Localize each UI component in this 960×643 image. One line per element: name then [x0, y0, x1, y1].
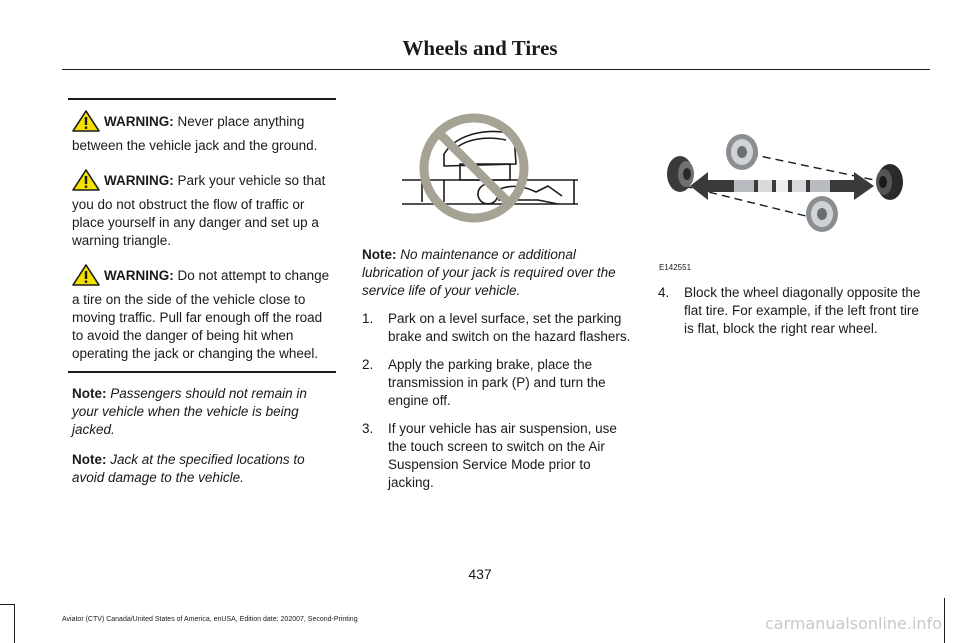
warning-text: Do not attempt to change a tire on the s… — [72, 268, 330, 361]
step-number: 2. — [362, 357, 374, 372]
edition-footer: Aviator (CTV) Canada/United States of Am… — [62, 616, 358, 623]
step-text: Park on a level surface, set the parking… — [388, 311, 631, 344]
note-label: Note: — [72, 386, 107, 401]
wheel-icon — [726, 134, 758, 170]
wheel-icon — [806, 196, 838, 232]
note-text: Jack at the specified locations to avoid… — [72, 452, 305, 485]
list-item: 1. Park on a level surface, set the parki… — [362, 310, 632, 346]
warning-3: WARNING: Do not attempt to change a tire… — [72, 264, 336, 363]
note-text: No maintenance or additional lubrication… — [362, 247, 616, 298]
note-text: Passengers should not remain in your veh… — [72, 386, 307, 437]
step-text: If your vehicle has air suspension, use … — [388, 421, 617, 490]
warning-label: WARNING: — [104, 173, 174, 188]
wheel-diagram-illustration — [667, 134, 903, 232]
prohibition-illustration — [402, 113, 578, 223]
crop-mark — [0, 604, 14, 605]
warning-triangle-icon — [72, 169, 100, 196]
list-item: 3. If your vehicle has air suspension, us… — [362, 420, 632, 492]
column-right: 4. Block the wheel diagonally opposite th… — [658, 284, 930, 348]
steps-list: 4. Block the wheel diagonally opposite th… — [658, 284, 930, 338]
figure-diagonal-wheel-block — [664, 124, 920, 244]
note-label: Note: — [362, 247, 397, 262]
wheel-icon — [667, 156, 694, 192]
warning-triangle-icon — [72, 264, 100, 291]
steps-list: 1. Park on a level surface, set the parki… — [362, 310, 632, 492]
note-2: Note: Jack at the specified locations to… — [72, 451, 334, 487]
header-rule — [62, 69, 930, 70]
column-left: WARNING: Never place anything between th… — [68, 98, 336, 487]
step-text: Block the wheel diagonally opposite the … — [684, 285, 921, 336]
step-text: Apply the parking brake, place the trans… — [388, 357, 606, 408]
warning-triangle-icon — [72, 110, 100, 137]
warning-label: WARNING: — [104, 268, 174, 283]
step-number: 4. — [658, 285, 670, 300]
warning-text: Park your vehicle so that you do not obs… — [72, 173, 326, 248]
warning-2: WARNING: Park your vehicle so that you d… — [72, 169, 336, 250]
page-title: Wheels and Tires — [402, 36, 558, 60]
page-number: 437 — [468, 566, 492, 582]
wheel-icon — [876, 164, 903, 200]
site-watermark: carmanualsonline.info — [764, 614, 942, 633]
list-item: 2. Apply the parking brake, place the tra… — [362, 356, 632, 410]
warning-box: WARNING: Never place anything between th… — [68, 98, 336, 373]
crop-mark — [944, 598, 945, 643]
crop-mark — [14, 604, 15, 643]
note-jack-maintenance: Note: No maintenance or additional lubri… — [362, 246, 632, 300]
figure-code: E142551 — [659, 263, 692, 272]
warning-label: WARNING: — [104, 114, 174, 129]
note-label: Note: — [72, 452, 107, 467]
note-1: Note: Passengers should not remain in yo… — [72, 385, 334, 439]
list-item: 4. Block the wheel diagonally opposite th… — [658, 284, 930, 338]
warning-text: Never place anything between the vehicle… — [72, 114, 318, 153]
column-middle: Note: No maintenance or additional lubri… — [362, 246, 632, 502]
warning-1: WARNING: Never place anything between th… — [72, 110, 336, 155]
step-number: 3. — [362, 421, 374, 436]
step-number: 1. — [362, 311, 374, 326]
figure-no-person-under-vehicle — [398, 104, 582, 224]
